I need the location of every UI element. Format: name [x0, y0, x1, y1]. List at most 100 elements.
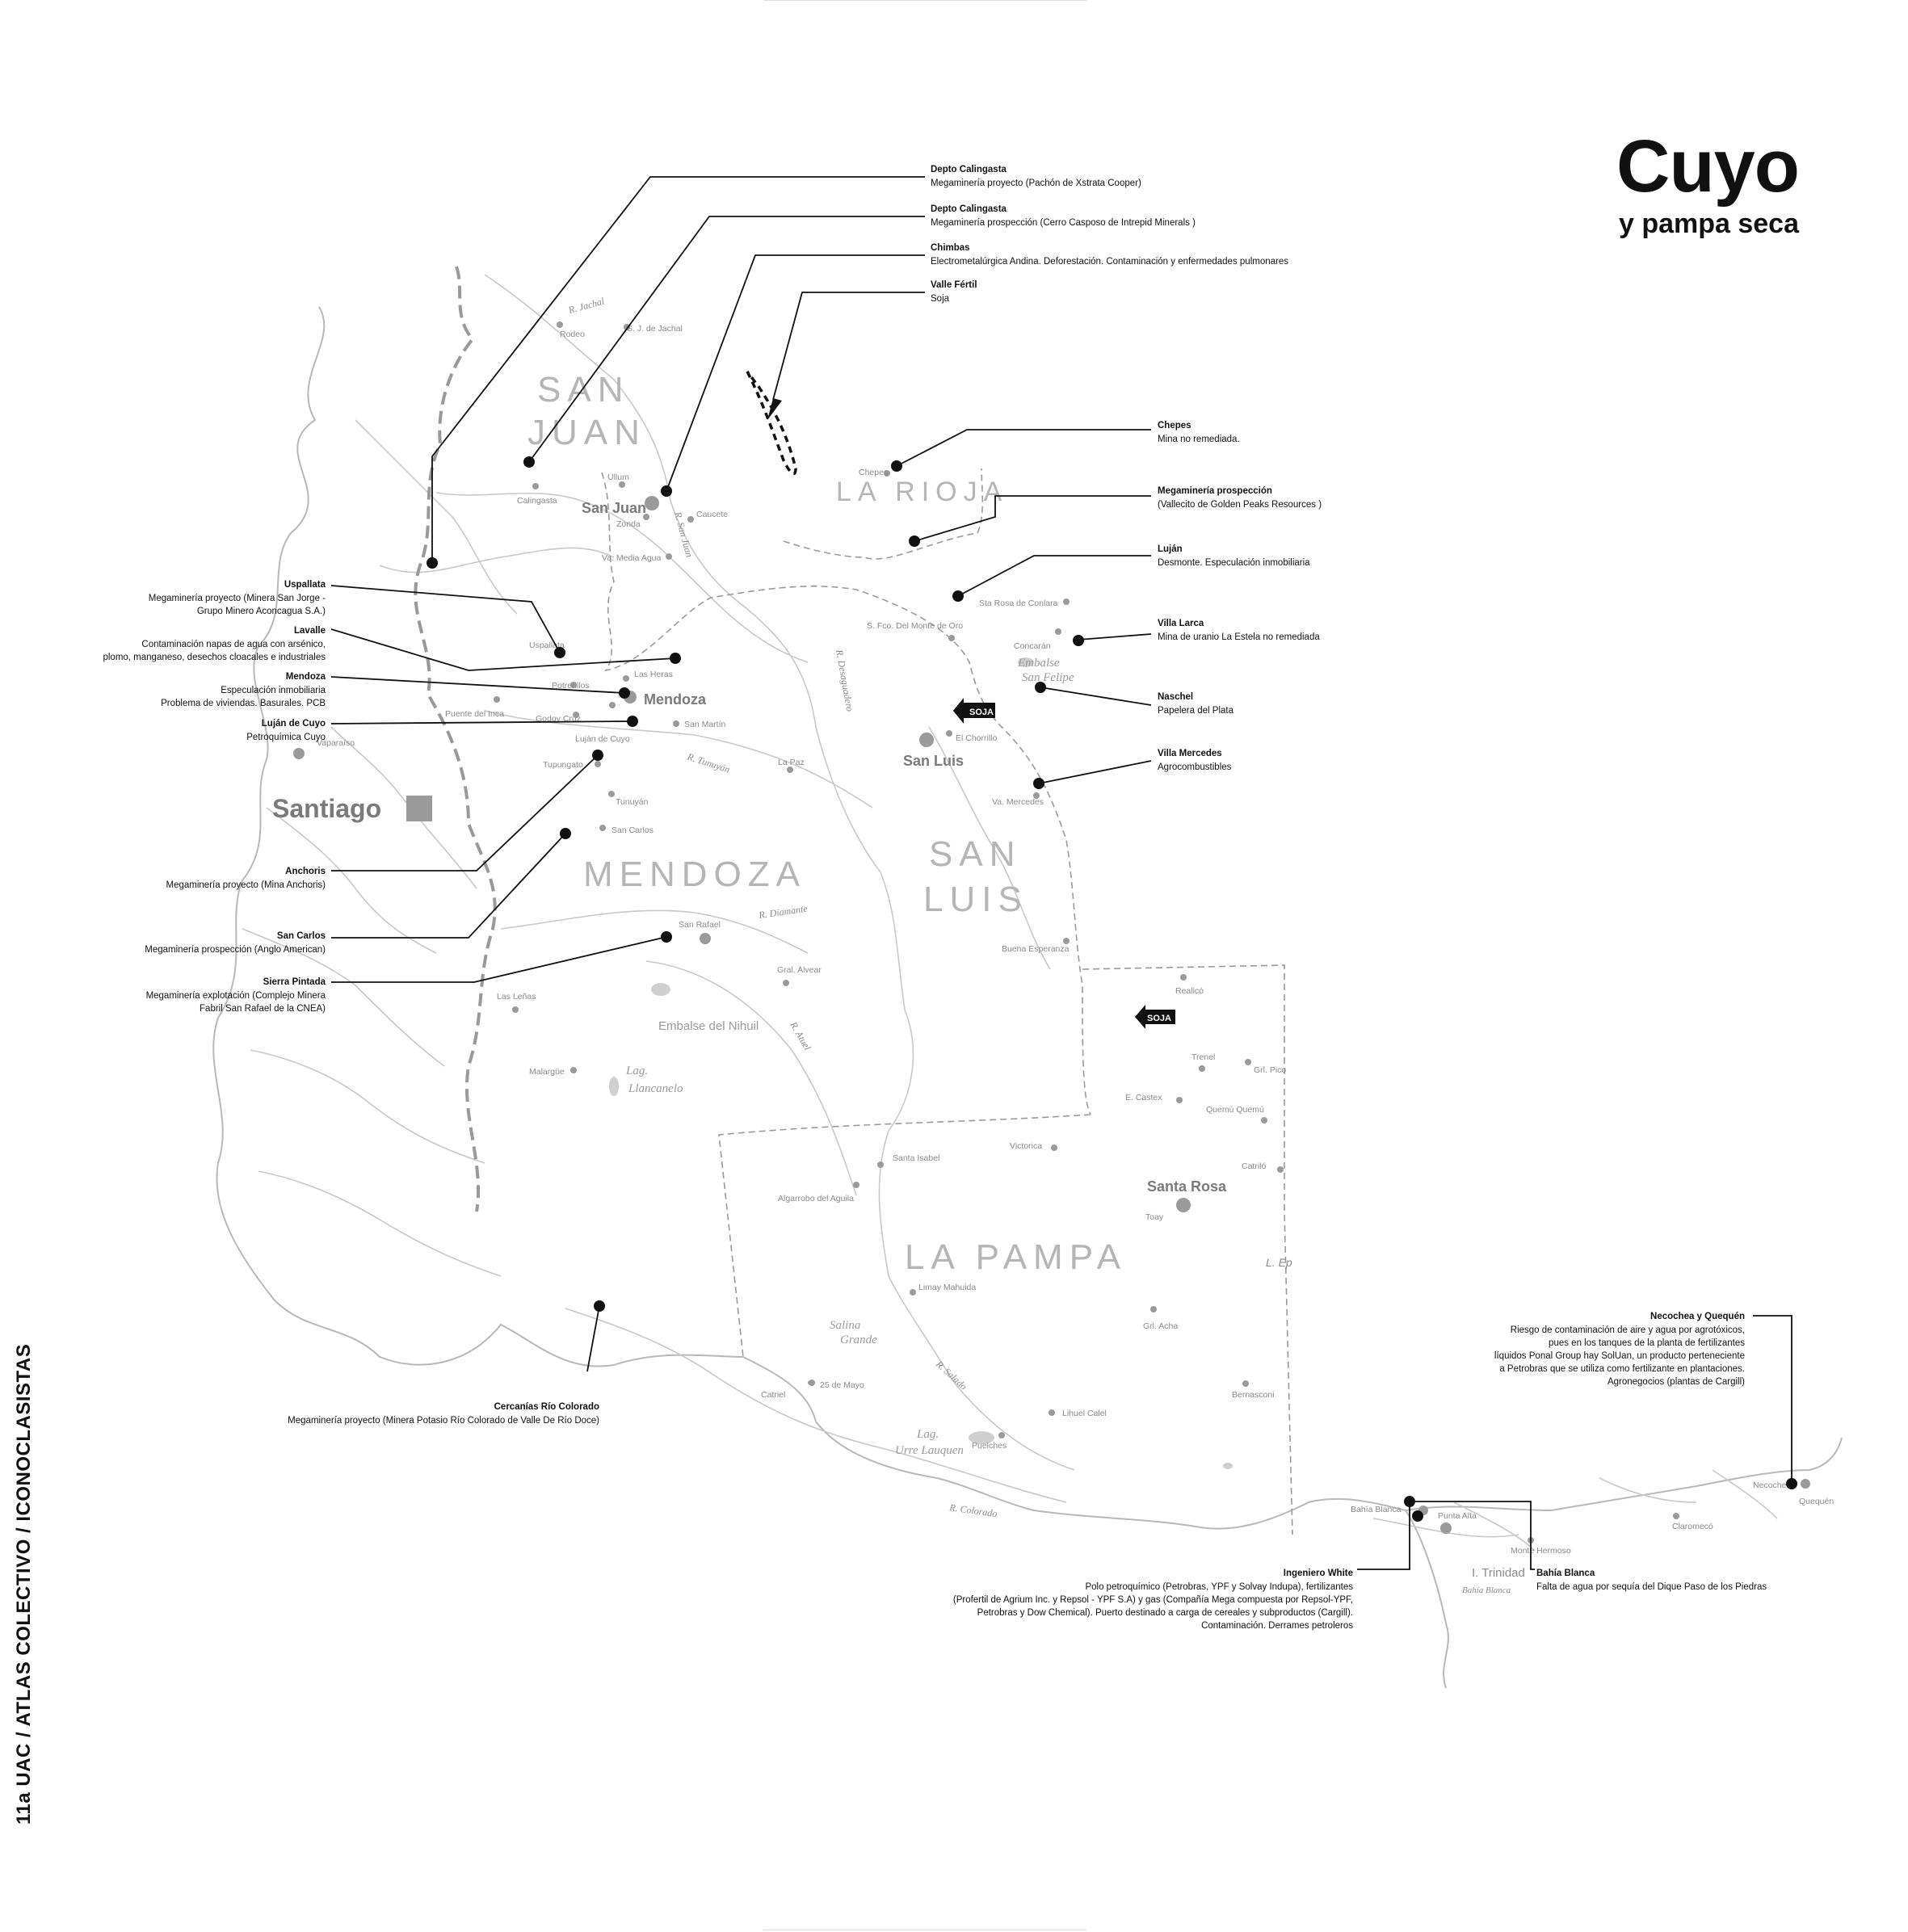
province-labels: SAN JUAN LA RIOJA MENDOZA SAN LUIS LA PA… [527, 370, 1127, 1277]
svg-text:Sierra Pintada: Sierra Pintada [263, 977, 326, 987]
place-rodeo: Rodeo [560, 330, 585, 339]
svg-text:Uspallata: Uspallata [284, 580, 326, 590]
place-valparaiso: Vaparaíso [317, 738, 355, 748]
svg-text:Contaminación napas de agua co: Contaminación napas de agua con arsénico… [141, 640, 326, 649]
svg-text:Petroquímica Cuyo: Petroquímica Cuyo [246, 733, 326, 742]
place-malargue: Malargüe [529, 1067, 565, 1077]
svg-text:a Petrobras que se utiliza com: a Petrobras que se utiliza como fertiliz… [1499, 1364, 1745, 1374]
place-catrilo: Catriló [1242, 1161, 1267, 1171]
river-salado-label: R. Salado [933, 1358, 969, 1392]
santiago-capital-marker [406, 796, 432, 821]
svg-text:Ingeniero White: Ingeniero White [1284, 1569, 1353, 1578]
place-san-rafael: San Rafael [679, 920, 721, 930]
salina-label-1: Salina [830, 1319, 860, 1332]
annotation-necochea-quequen: Necochea y Quequén Riesgo de contaminaci… [1494, 1312, 1745, 1387]
place-chepes: Chepes [859, 468, 888, 477]
svg-text:Megaminería proyecto (Minera S: Megaminería proyecto (Minera San Jorge - [149, 594, 326, 603]
soja-badge-san-luis: SOJA [953, 698, 995, 724]
lakes [609, 657, 1233, 1469]
place-necochea: Necochea [1753, 1480, 1791, 1490]
city-labels: San Juan Mendoza San Luis Santa Rosa San… [272, 500, 1227, 1195]
svg-text:Megaminería proyecto (Mina Anc: Megaminería proyecto (Mina Anchoris) [166, 880, 326, 890]
map-title: Cuyo [1616, 125, 1800, 208]
river-atuel-label: R. Atuel [788, 1019, 813, 1053]
lake-llancanelo-label-2: Llancanelo [628, 1082, 683, 1095]
svg-text:Falta de agua por sequía del D: Falta de agua por sequía del Dique Paso … [1536, 1582, 1767, 1592]
city-santiago: Santiago [272, 794, 381, 823]
place-san-carlos: San Carlos [611, 825, 654, 835]
annotation-sierra-pintada: Sierra Pintada Megaminería explotación (… [146, 977, 326, 1014]
place-realico: Realicó [1175, 986, 1204, 996]
svg-text:Villa Mercedes: Villa Mercedes [1158, 749, 1222, 758]
place-25-de-mayo: 25 de Mayo [820, 1380, 864, 1390]
svg-text:Megaminería proyecto (Pachón d: Megaminería proyecto (Pachón de Xstrata … [931, 178, 1141, 188]
place-toay: Toay [1145, 1212, 1164, 1222]
lake-urre-label-2: Urre Lauquen [895, 1444, 964, 1457]
province-san-label: SAN [537, 370, 629, 410]
svg-text:Polo petroquímico (Petrobras,: Polo petroquímico (Petrobras, YPF y Solv… [1085, 1582, 1353, 1592]
annotation-naschel: Naschel Papelera del Plata [1158, 692, 1234, 716]
annotation-villa-larca: Villa Larca Mina de uranio La Estela no … [1158, 619, 1320, 642]
annotation-bahia-blanca: Bahía Blanca Falta de agua por sequía de… [1536, 1569, 1767, 1592]
place-concaran: Concarán [1014, 641, 1051, 651]
river-diamante-label: R. Diamante [757, 903, 809, 922]
province-la-pampa-label: LA PAMPA [905, 1237, 1127, 1277]
annotation-villa-mercedes: Villa Mercedes Agrocombustibles [1158, 749, 1232, 772]
annotation-mendoza: Mendoza Especulación inmobiliaria Proble… [161, 672, 326, 708]
svg-text:Villa Larca: Villa Larca [1158, 619, 1204, 628]
svg-text:San Carlos: San Carlos [277, 931, 326, 941]
place-e-castex: E. Castex [1125, 1093, 1162, 1102]
soja-label-2: SOJA [1147, 1014, 1171, 1023]
svg-text:Megaminería prospección (Anglo: Megaminería prospección (Anglo American) [145, 945, 326, 955]
place-catriel: Catriel [761, 1390, 785, 1400]
annotation-megamineria-prospeccion: Megaminería prospección (Vallecito de Go… [1158, 486, 1322, 510]
province-juan-label: JUAN [527, 413, 646, 452]
lake-nihuil-label: Embalse del Nihuil [658, 1019, 759, 1033]
place-monte-hermoso: Monte Hermoso [1511, 1546, 1571, 1556]
place-sta-rosa-conlara: Sta Rosa de Conlara [979, 598, 1058, 608]
svg-text:(Vallecito de Golden Peaks Res: (Vallecito de Golden Peaks Resources ) [1158, 500, 1322, 510]
svg-text:Naschel: Naschel [1158, 692, 1193, 702]
place-potrerillos: Potrerillos [552, 681, 590, 691]
annotation-chimbas: Chimbas Electrometalúrgica Andina. Defor… [931, 243, 1288, 267]
place-lihuel-calel: Lihuel Calel [1062, 1409, 1107, 1418]
rivers [242, 274, 1778, 1552]
svg-text:Mina de uranio La Estela no re: Mina de uranio La Estela no remediada [1158, 632, 1320, 642]
svg-text:Grupo Minero Aconcagua S.A.): Grupo Minero Aconcagua S.A.) [197, 607, 326, 616]
place-puente-del-inca: Puente del Inca [445, 709, 504, 719]
place-calingasta: Calingasta [517, 496, 557, 506]
annotation-cercanias-rio-colorado: Cercanías Río Colorado Megaminería proye… [288, 1402, 599, 1426]
city-san-juan: San Juan [582, 500, 646, 516]
svg-text:Bahía Blanca: Bahía Blanca [1536, 1569, 1595, 1578]
svg-text:Megaminería proyecto (Minera P: Megaminería proyecto (Minera Potasio Río… [288, 1416, 599, 1426]
place-jachal: S. J. de Jachal [627, 324, 683, 334]
top-border-line [763, 0, 1086, 1]
svg-text:Desmonte. Especulación inmobil: Desmonte. Especulación inmobiliaria [1158, 558, 1310, 568]
svg-text:Fabril San Rafael de la CNEA): Fabril San Rafael de la CNEA) [200, 1004, 326, 1014]
svg-text:líquidos Ponal Group hay SolUa: líquidos Ponal Group hay SolUan, un prod… [1494, 1351, 1745, 1361]
place-puelches: Puelches [972, 1441, 1007, 1451]
bay-bahia-blanca-label: Bahía Blanca [1462, 1586, 1511, 1595]
place-va-mercedes: Va. Mercedes [992, 797, 1044, 807]
leader-lines [330, 176, 1792, 1570]
annotation-san-carlos: San Carlos Megaminería prospección (Angl… [145, 931, 326, 955]
river-jachal-label: R. Jachal [566, 295, 606, 316]
place-las-heras: Las Heras [634, 670, 673, 679]
annotation-chepes: Chepes Mina no remediada. [1158, 421, 1240, 444]
international-border [414, 266, 497, 1212]
svg-text:Luján: Luján [1158, 544, 1183, 554]
place-santa-isabel: Santa Isabel [893, 1153, 939, 1163]
river-desaguadero-label: R. Desaguadero [834, 648, 855, 712]
coastline [212, 306, 1843, 1689]
svg-text:plomo, manganeso, desechos clo: plomo, manganeso, desechos cloacales e i… [103, 653, 326, 662]
svg-text:Riesgo de contaminación de air: Riesgo de contaminación de aire y agua p… [1511, 1325, 1745, 1335]
province-borders [601, 468, 1293, 1535]
svg-text:Lavalle: Lavalle [294, 626, 326, 636]
place-gral-alvear: Gral. Alvear [777, 965, 822, 975]
svg-text:Cercanías Río Colorado: Cercanías Río Colorado [494, 1402, 599, 1412]
svg-text:Megaminería explotación (Compl: Megaminería explotación (Complejo Minera [146, 991, 326, 1001]
place-punta-alta: Punta Alta [1438, 1511, 1477, 1521]
svg-text:Agronegocios (plantas de Cargi: Agronegocios (plantas de Cargill) [1608, 1377, 1745, 1387]
place-victorica: Victorica [1010, 1141, 1042, 1151]
